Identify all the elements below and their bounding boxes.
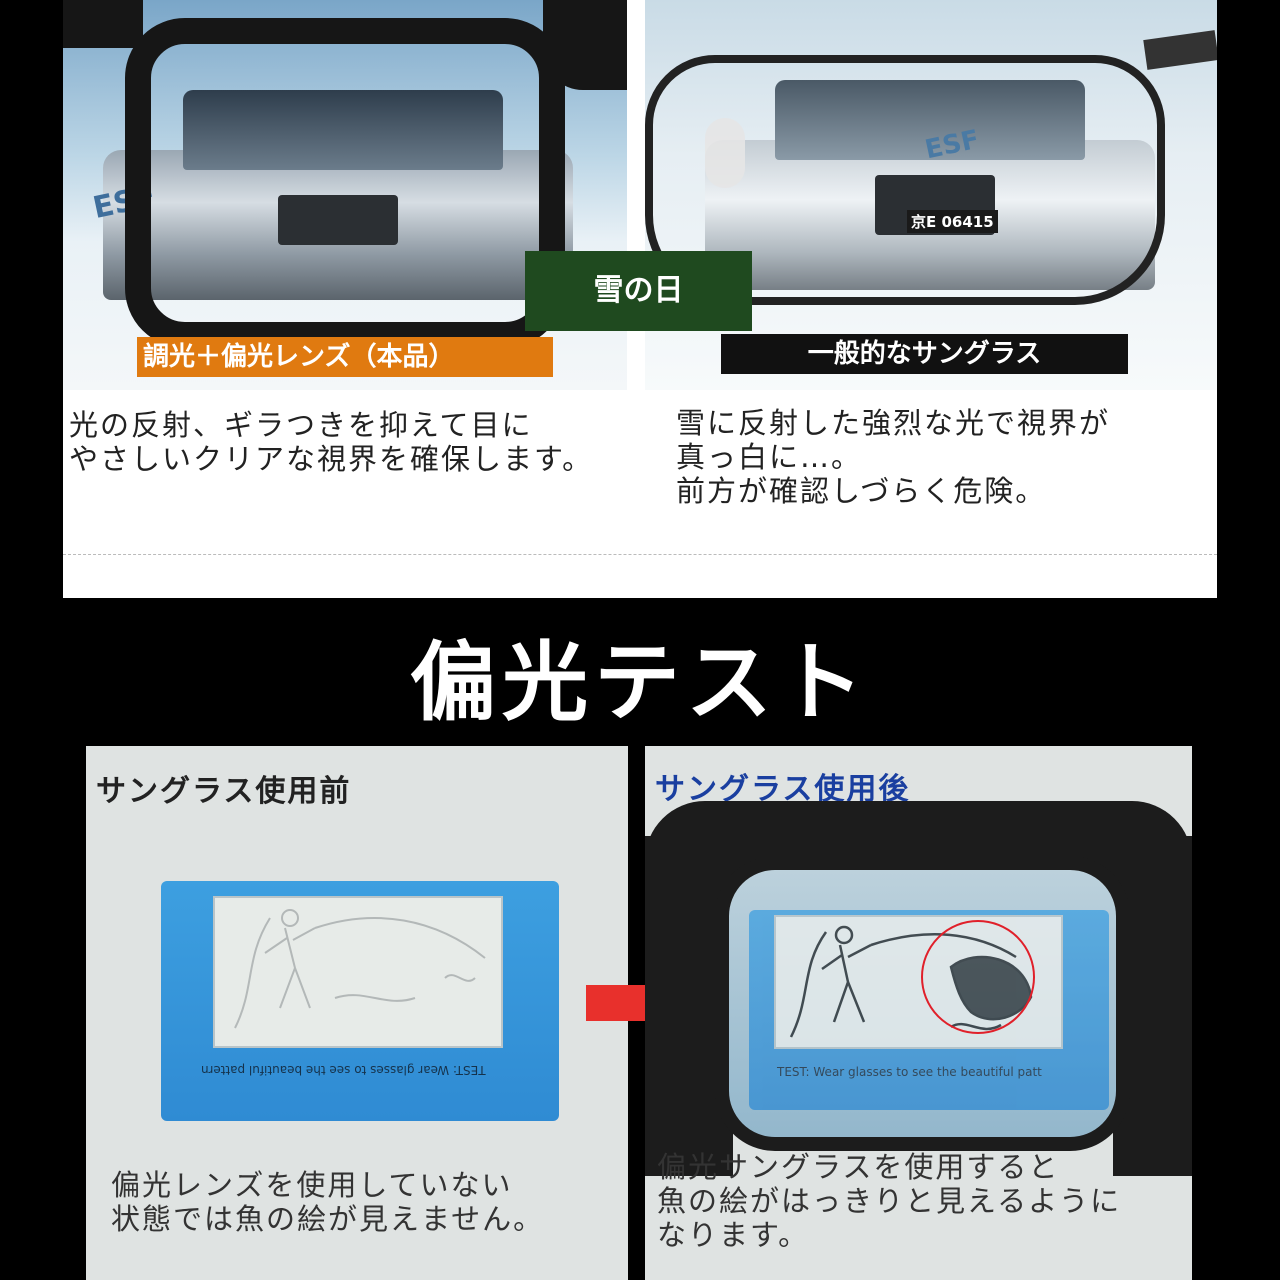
after-panel: サングラス使用後 TEST: Wear glasses to see the b… bbox=[645, 746, 1192, 1280]
test-card: TEST: Wear glasses to see the beautiful … bbox=[749, 910, 1109, 1110]
polarization-test-title: 偏光テスト bbox=[410, 633, 870, 733]
car-windshield bbox=[775, 80, 1085, 160]
snow-day-label: 雪の日 bbox=[525, 251, 752, 331]
before-title: サングラス使用前 bbox=[96, 774, 352, 809]
snow-comparison-panel: ESF 京E 06415 ESF 雪の日 調光＋偏光レンズ（本品） 一般的なサン… bbox=[63, 0, 1217, 598]
fisherman-faint-icon bbox=[234, 909, 486, 1029]
generic-sunglasses-description: 雪に反射した強烈な光で視界が 真っ白に…。 前方が確認しづらく危険。 bbox=[676, 406, 1111, 508]
glasses-bridge bbox=[543, 0, 627, 90]
license-plate: 京E 06415 bbox=[907, 210, 998, 233]
after-description: 偏光サングラスを使用すると 魚の絵がはっきりと見えるように なります。 bbox=[657, 1150, 1122, 1252]
glasses-temple-left bbox=[63, 0, 143, 48]
product-lens-label: 調光＋偏光レンズ（本品） bbox=[137, 337, 553, 377]
section-divider bbox=[63, 554, 1217, 555]
glasses-lens-frame bbox=[645, 55, 1165, 305]
product-lens-description: 光の反射、ギラつきを抑えて目に やさしいクリアな視界を確保します。 bbox=[69, 408, 594, 476]
highlight-circle bbox=[921, 920, 1035, 1034]
nose-pad bbox=[705, 118, 745, 188]
polarized-lens: TEST: Wear glasses to see the beautiful … bbox=[715, 856, 1130, 1151]
car-windshield bbox=[183, 90, 503, 170]
product-lens-scene: ESF bbox=[63, 0, 627, 390]
before-description: 偏光レンズを使用していない 状態では魚の絵が見えません。 bbox=[111, 1168, 545, 1236]
test-card: TEST: Wear glasses to see the beautiful … bbox=[161, 881, 559, 1121]
car-grille bbox=[278, 195, 398, 245]
generic-sunglasses-label: 一般的なサングラス bbox=[721, 334, 1128, 374]
glasses-temple-right bbox=[1143, 30, 1217, 70]
glasses-lens-frame bbox=[125, 18, 565, 348]
test-card-text: TEST: Wear glasses to see the beautiful … bbox=[201, 1063, 486, 1077]
test-card-pattern bbox=[213, 896, 503, 1048]
before-panel: サングラス使用前 TEST: Wear glasses to see the b… bbox=[86, 746, 628, 1280]
test-card-text: TEST: Wear glasses to see the beautiful … bbox=[777, 1065, 1042, 1079]
generic-lens-scene: 京E 06415 ESF bbox=[645, 0, 1217, 390]
